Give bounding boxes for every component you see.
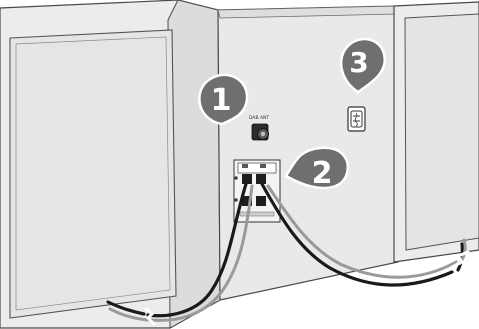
speaker-cables <box>106 182 470 326</box>
callout-3: 3 <box>339 37 387 94</box>
callout-2: 2 <box>284 146 349 191</box>
callout-1: 1 <box>198 73 249 126</box>
antenna-socket: DAB ANT <box>249 115 269 141</box>
power-inlet <box>347 106 366 132</box>
left-speaker <box>0 0 221 329</box>
left-speaker-grille <box>9 29 177 319</box>
callout-1-number: 1 <box>211 83 232 118</box>
antenna-socket-label: DAB ANT <box>249 115 269 121</box>
callout-3-number: 3 <box>349 46 368 79</box>
callout-2-number: 2 <box>312 156 333 191</box>
right-speaker <box>393 1 479 263</box>
